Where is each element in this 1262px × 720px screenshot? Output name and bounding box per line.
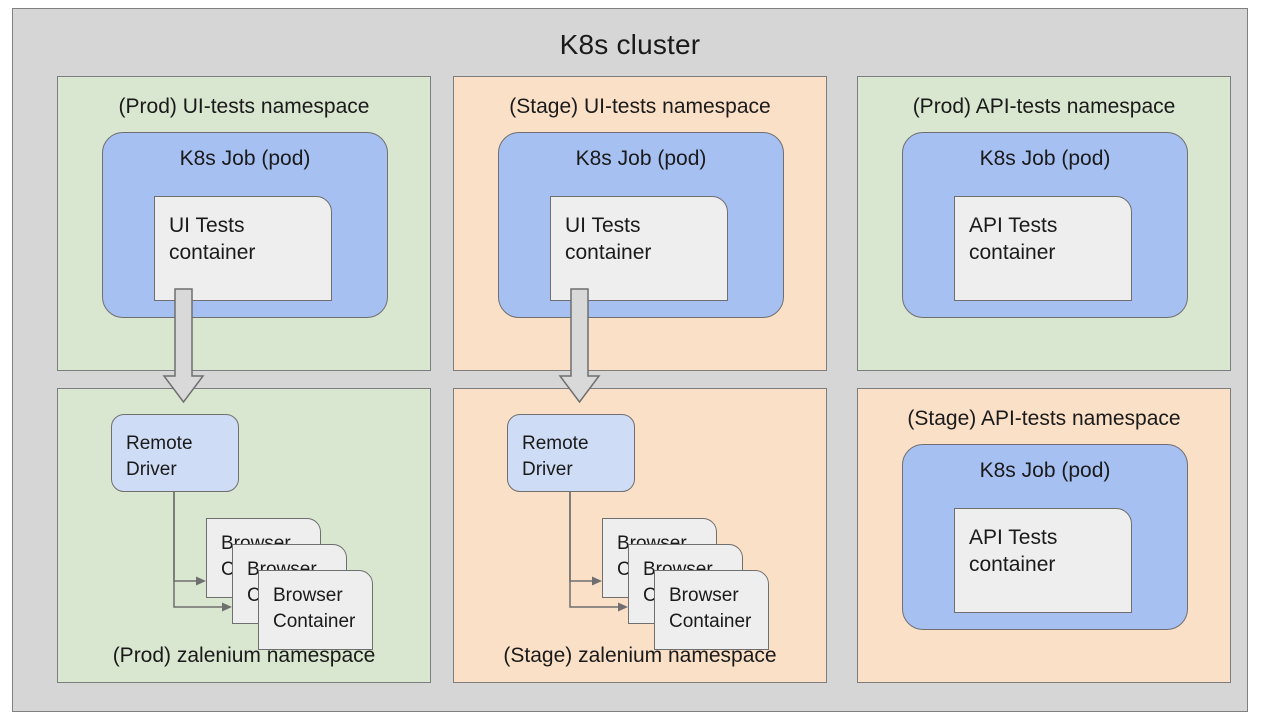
container-ui-tests: UI Tests container: [154, 196, 332, 301]
remote-driver-prod: Remote Driver: [111, 414, 239, 492]
browser-container-label: Browser Container: [273, 585, 356, 632]
namespace-title: (Stage) UI-tests namespace: [509, 95, 771, 118]
pod-title: K8s Job (pod): [575, 147, 707, 170]
namespace-title: (Stage) zalenium namespace: [503, 644, 777, 667]
remote-driver-label: Remote Driver: [522, 433, 589, 480]
namespace-stage-ui-tests: (Stage) UI-tests namespace K8s Job (pod)…: [453, 76, 827, 371]
pod-stage-ui-tests: K8s Job (pod) UI Tests container: [498, 132, 784, 318]
namespace-title: (Prod) UI-tests namespace: [118, 95, 370, 118]
container-api-tests: API Tests container: [954, 508, 1132, 613]
remote-driver-stage: Remote Driver: [507, 414, 635, 492]
pod-prod-api-tests: K8s Job (pod) API Tests container: [902, 132, 1188, 318]
namespace-title: (Stage) API-tests namespace: [907, 407, 1181, 430]
namespace-title: (Prod) API-tests namespace: [912, 95, 1176, 118]
namespace-stage-api-tests: (Stage) API-tests namespace K8s Job (pod…: [857, 388, 1231, 683]
namespace-prod-ui-tests: (Prod) UI-tests namespace K8s Job (pod) …: [57, 76, 431, 371]
cluster-title: K8s cluster: [559, 29, 701, 60]
namespace-prod-api-tests: (Prod) API-tests namespace K8s Job (pod)…: [857, 76, 1231, 371]
pod-stage-api-tests: K8s Job (pod) API Tests container: [902, 444, 1188, 630]
container-label: API Tests container: [969, 526, 1058, 576]
pod-prod-ui-tests: K8s Job (pod) UI Tests container: [102, 132, 388, 318]
browser-container-3: Browser Container: [258, 570, 373, 650]
namespace-prod-zalenium: (Prod) zalenium namespace Remote Driver …: [57, 388, 431, 683]
container-label: API Tests container: [969, 214, 1058, 264]
container-label: UI Tests container: [169, 214, 256, 264]
browser-container-3: Browser Container: [654, 570, 769, 650]
pod-title: K8s Job (pod): [979, 147, 1111, 170]
remote-driver-label: Remote Driver: [126, 433, 193, 480]
container-label: UI Tests container: [565, 214, 652, 264]
container-api-tests: API Tests container: [954, 196, 1132, 301]
pod-title: K8s Job (pod): [179, 147, 311, 170]
pod-title: K8s Job (pod): [979, 459, 1111, 482]
namespace-stage-zalenium: (Stage) zalenium namespace Remote Driver…: [453, 388, 827, 683]
namespace-title: (Prod) zalenium namespace: [112, 644, 376, 667]
browser-container-label: Browser Container: [669, 585, 752, 632]
container-ui-tests: UI Tests container: [550, 196, 728, 301]
